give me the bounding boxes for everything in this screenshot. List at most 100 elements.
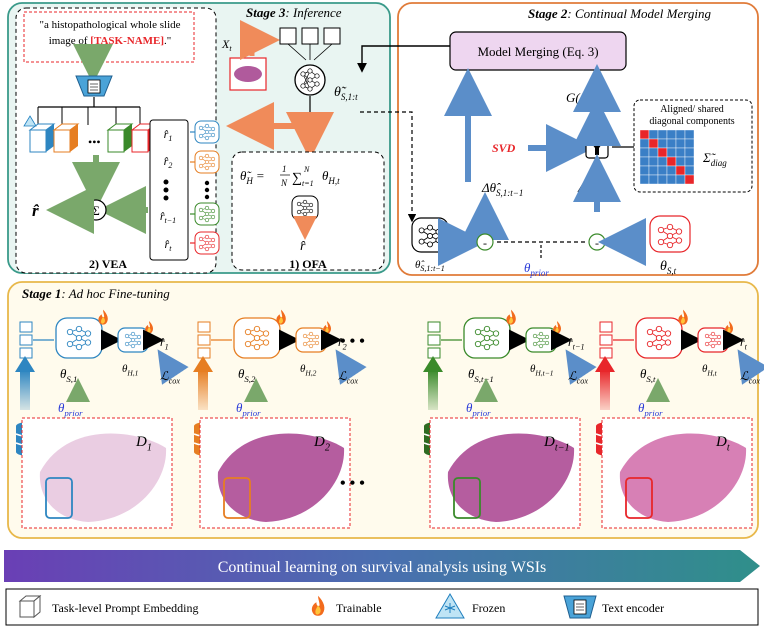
svg-text:θH,t−1: θH,t−1 [530,363,554,377]
stage1-ellipsis-bottom: • • • [340,475,365,492]
matrix-cell [639,174,650,185]
input-to-patches-arrow [240,20,280,60]
prev-merged-theta: θ̂S,1:t−1 [415,259,445,273]
current-theta: θS,t [660,259,677,276]
matrix-cell [684,129,695,140]
prompt-text-line2: image of [TASK-NAME]." [49,35,172,47]
svg-text:θprior: θprior [236,400,261,418]
matrix-cell [639,138,650,149]
head-net-t-icon [194,231,220,255]
svg-text:Dt−1: Dt−1 [543,434,570,454]
head-net-2-icon [194,150,220,174]
matrix-cell [648,156,659,167]
matrix-cell [675,174,686,185]
svg-text:r̂1: r̂1 [160,335,169,352]
matrix-diagonal-cell [666,156,677,167]
svg-text:θH,t: θH,t [702,363,718,377]
matrix-cell [675,156,686,167]
matrix-cell [648,129,659,140]
legend-frozen: Frozen [472,601,505,615]
matrix-cell [684,147,695,158]
ofa-formula-sum-sub: t=1 [302,179,314,188]
svg-text:r̂2: r̂2 [338,335,347,352]
ofa-head-icon [291,195,319,221]
matrix-cell [666,138,677,149]
matrix-cell [675,129,686,140]
sum-symbol: Σ [92,203,100,218]
r-hat-t: r̂t [165,237,173,253]
svg-text:θH,2: θH,2 [300,363,317,377]
snowflake-icon [435,593,465,619]
ofa-formula-sum: ∑ [292,171,302,186]
aligned-label-1: Aligned/ shared [660,104,724,115]
organ-icon [45,477,73,519]
minus-node-left [476,233,494,251]
aligned-label-2: diagonal components [649,116,734,127]
minus-left-symbol: - [483,236,487,250]
svg-text:ℒcox: ℒcox [160,369,180,386]
patch-1 [279,27,297,45]
matrix-cell [657,129,668,140]
organ-icon [223,477,251,519]
patch-3 [323,27,341,45]
vea-output-r: r̂ [32,201,39,220]
ofa-formula-sum-sup: N [303,165,310,174]
matrix-cell [657,156,668,167]
matrix-cell [648,165,659,176]
matrix-cell [684,165,695,176]
patch-2 [301,27,319,45]
matrix-cell [666,165,677,176]
matrix-cell [666,129,677,140]
matrix-diagonal-cell [684,174,695,185]
merge-to-inference-arrow [357,45,450,73]
head-net-1-icon [194,120,220,144]
ofa-formula-theta: θH,t [322,168,340,186]
svg-text:ℒcox: ℒcox [338,369,358,386]
matrix-cell [675,147,686,158]
matrix-cell [639,165,650,176]
prompt-text-line1: "a histopathological whole slide [39,19,180,31]
ofa-output-r: r̂ [300,239,306,254]
input-wsi-tissue [234,66,262,82]
matrix-cell [639,147,650,158]
stage1-ellipsis-top: • • • [340,333,365,350]
matrix-diagonal-cell [675,165,686,176]
r-list-box [149,119,189,261]
prev-merged-net-icon [411,217,449,253]
prompt-embeddings: ••• [28,123,158,153]
matrix-cell [639,156,650,167]
matrix-cell [675,138,686,149]
r-hat-2: r̂2 [164,154,173,170]
matrix-cell [684,138,695,149]
svg-text:θprior: θprior [58,400,83,418]
matrix-cell [684,156,695,167]
svg-text:r̂t: r̂t [740,335,748,352]
matrix-cell [666,147,677,158]
merged-to-prev-dashed-arrow [360,111,417,223]
matrix-diagonal-cell [648,138,659,149]
banner-text: Continual learning on survival analysis … [218,559,547,576]
vea-label: 2) VEA [89,257,127,271]
svg-text:•••: ••• [88,135,101,149]
text-encoder-legend-icon [563,595,597,619]
delta-left-label: Δθ̂S,1:t−1 [481,180,523,198]
diagonal-matrix [639,129,695,185]
svg-text:ℒcox: ℒcox [740,369,760,386]
svg-text:r̂t−1: r̂t−1 [568,335,585,352]
matrix-diagonal-cell [639,129,650,140]
minus-right-symbol: - [595,236,599,250]
ofa-label: 1) OFA [289,257,327,271]
matrix-cell [648,174,659,185]
stage3-title: Stage 3: Inference [246,5,342,20]
svg-text:θprior: θprior [466,400,491,418]
head-net-t-minus-1-icon [194,202,220,226]
matrix-cell [657,138,668,149]
input-x-label: Xt [221,37,232,53]
matrix-cell [648,147,659,158]
